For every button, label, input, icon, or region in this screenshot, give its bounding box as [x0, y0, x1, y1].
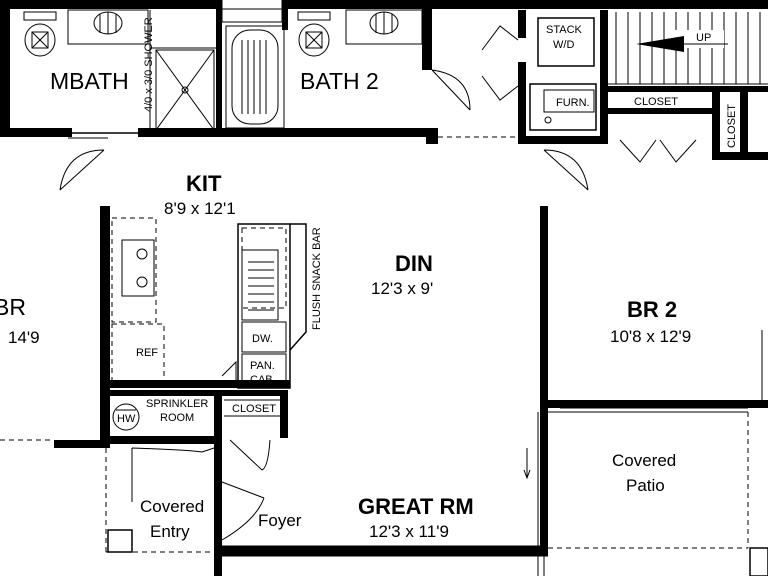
closet-foyer-label: CLOSET: [232, 403, 276, 415]
wall-shower-bath2: [216, 0, 222, 136]
wall-br2-left: [540, 206, 548, 546]
covered-patio-label-2: Patio: [626, 476, 665, 495]
great-rm-dim: 12'3 x 11'9: [369, 522, 449, 541]
closet-bifold-door: [619, 139, 697, 163]
mbath-vanity: [67, 9, 149, 45]
wall-left-bath: [0, 0, 10, 136]
bath2-toilet: [298, 23, 330, 57]
mbath-toilet: [24, 23, 56, 57]
kitchen-door-left: [59, 149, 105, 191]
ref-label: REF: [136, 347, 158, 359]
closet-foyer-door: [229, 439, 271, 471]
wall-bath-bottom: [138, 128, 434, 137]
bathtub: [225, 25, 285, 129]
cab-label: CAB.: [250, 374, 276, 386]
din-label: DIN: [395, 251, 433, 276]
shower-label: 4/0 x 3/0 SHOWER: [143, 17, 155, 112]
range: [121, 239, 155, 297]
wall-br2-bottom: [540, 400, 768, 408]
kitchen-counter: [111, 217, 157, 323]
great-rm-label: GREAT RM: [358, 494, 474, 519]
mbath-label: MBATH: [50, 68, 129, 94]
snack-bar-label: FLUSH SNACK BAR: [311, 227, 323, 330]
closet-side-label: CLOSET: [726, 104, 738, 148]
br2-label: BR 2: [627, 297, 677, 322]
water-heater: [112, 403, 140, 431]
stairs: UP: [608, 12, 768, 85]
pantry-cabinet: [241, 353, 287, 387]
kit-dim: 8'9 x 12'1: [164, 199, 236, 218]
sprinkler-label: SPRINKLER: [146, 398, 208, 410]
entry-door: [131, 447, 203, 502]
hw-label: HW: [117, 413, 136, 425]
up-label: UP: [696, 32, 711, 44]
patio-post: [749, 547, 768, 576]
br-left-label: BR: [0, 294, 26, 320]
shower: [155, 49, 215, 131]
covered-entry-label-1: Covered: [140, 497, 204, 516]
sprinkler-room-label: ROOM: [160, 412, 194, 424]
pan-label: PAN.: [250, 360, 275, 372]
kit-label: KIT: [186, 171, 222, 196]
covered-patio-label-1: Covered: [612, 451, 676, 470]
wd-label: W/D: [553, 39, 574, 51]
front-door: [221, 481, 265, 541]
stack-wd: [537, 17, 595, 67]
closet-top-label: CLOSET: [634, 96, 678, 108]
sink: [241, 249, 279, 321]
hall-bifold-door: [481, 25, 519, 51]
dw-label: DW.: [252, 333, 273, 345]
wall-kitchen-left: [100, 206, 110, 444]
furnace: [529, 83, 597, 131]
kitchen-island: [237, 223, 291, 389]
stack-label: STACK: [546, 24, 583, 36]
foyer-label: Foyer: [258, 511, 302, 530]
entry-post: [107, 529, 133, 553]
br2-dim: 10'8 x 12'9: [610, 327, 691, 346]
bath2-label: BATH 2: [300, 68, 379, 94]
snack-bar: [289, 223, 307, 351]
br-left-dim: 14'9: [8, 328, 40, 347]
din-dim: 12'3 x 9': [371, 279, 433, 298]
covered-entry-label-2: Entry: [150, 522, 190, 541]
bath2-door: [431, 69, 471, 111]
exterior-wall-top: [0, 0, 768, 9]
furn-label: FURN.: [556, 97, 590, 109]
dishwasher: [241, 321, 287, 353]
br2-door: [543, 149, 589, 191]
bath2-vanity: [345, 9, 423, 45]
